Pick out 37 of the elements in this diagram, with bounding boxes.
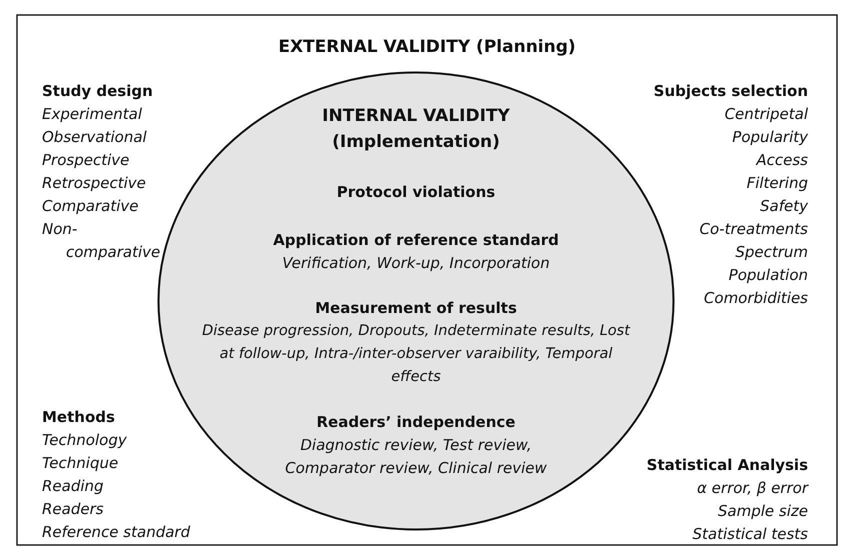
list-item: Co-treatments [700,219,808,240]
list-item: Population [728,265,808,286]
group-heading: Methods [42,407,115,428]
group-heading: Subjects selection [654,81,808,102]
list-item: Observational [42,127,148,148]
list-item: Comorbidities [704,288,808,309]
list-item: Comparative [42,196,140,217]
list-item: Prospective [42,150,130,171]
list-item: Access [756,150,808,171]
list-item: Safety [760,196,808,217]
external-validity-frame [16,14,838,546]
list-item: Spectrum [735,242,808,263]
circle-heading: INTERNAL VALIDITY (Implementation) [321,105,511,154]
group-heading: Study design [42,81,153,102]
list-item: Experimental [42,104,144,125]
list-item: Reading [42,476,105,497]
list-item: Retrospective [42,173,147,194]
list-item: Technology [42,430,128,451]
section-heading: Application of reference standard [272,230,560,251]
list-item: Statistical tests [692,524,808,545]
section-heading: Readers’ independence [316,412,516,433]
section-items: Disease progression, Dropouts, Indeterminate results, Lost at follow-up, Intra-/inter-observer varaibility, Temporal effects [201,322,631,387]
list-item: Centripetal [724,104,808,125]
list-item: Sample size [718,501,808,522]
group-heading: Statistical Analysis [646,455,808,476]
section-items: Verification, Work-up, Incorporation [281,253,551,274]
list-item: Readers [42,499,105,520]
list-item: α error, β error [697,478,808,499]
list-item: Popularity [732,127,808,148]
list-item: Non- comparative [42,219,162,263]
section-heading: Measurement of results [314,298,518,319]
frame-heading: EXTERNAL VALIDITY (Planning) [277,36,577,59]
list-item: Technique [42,453,120,474]
section-items: Diagnostic review, Test review, Comparator review, Clinical review [284,435,548,479]
list-item: Filtering [746,173,808,194]
list-item: Reference standard [42,522,192,543]
section-heading: Protocol violations [336,182,496,203]
